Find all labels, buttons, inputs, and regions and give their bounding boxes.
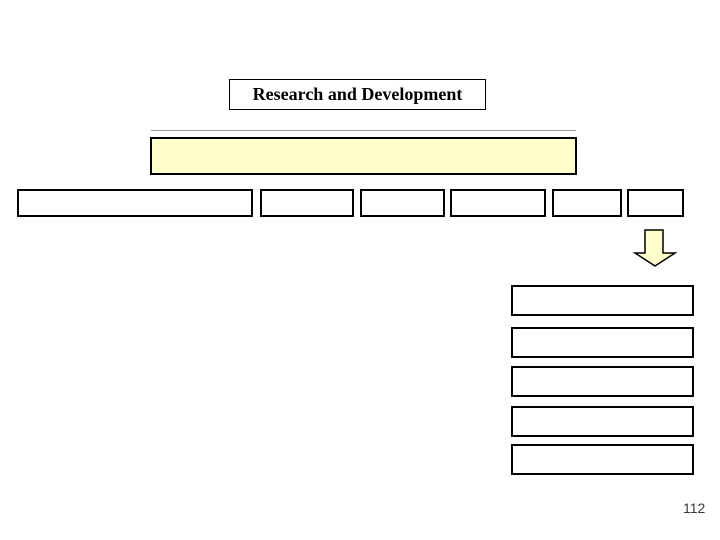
row-box-3 bbox=[360, 189, 445, 217]
highlight-box bbox=[150, 137, 577, 175]
column-box-1 bbox=[511, 285, 694, 316]
row-box-1 bbox=[17, 189, 253, 217]
down-arrow-icon bbox=[632, 229, 678, 267]
row-box-2 bbox=[260, 189, 354, 217]
page-number: 112 bbox=[683, 500, 706, 516]
title-box: Research and Development bbox=[229, 79, 486, 110]
divider-line bbox=[151, 130, 576, 131]
column-box-3 bbox=[511, 366, 694, 397]
row-box-4 bbox=[450, 189, 546, 217]
column-box-2 bbox=[511, 327, 694, 358]
column-box-4 bbox=[511, 406, 694, 437]
row-box-5 bbox=[552, 189, 622, 217]
slide-title: Research and Development bbox=[252, 84, 463, 104]
column-box-5 bbox=[511, 444, 694, 475]
row-box-6 bbox=[627, 189, 684, 217]
